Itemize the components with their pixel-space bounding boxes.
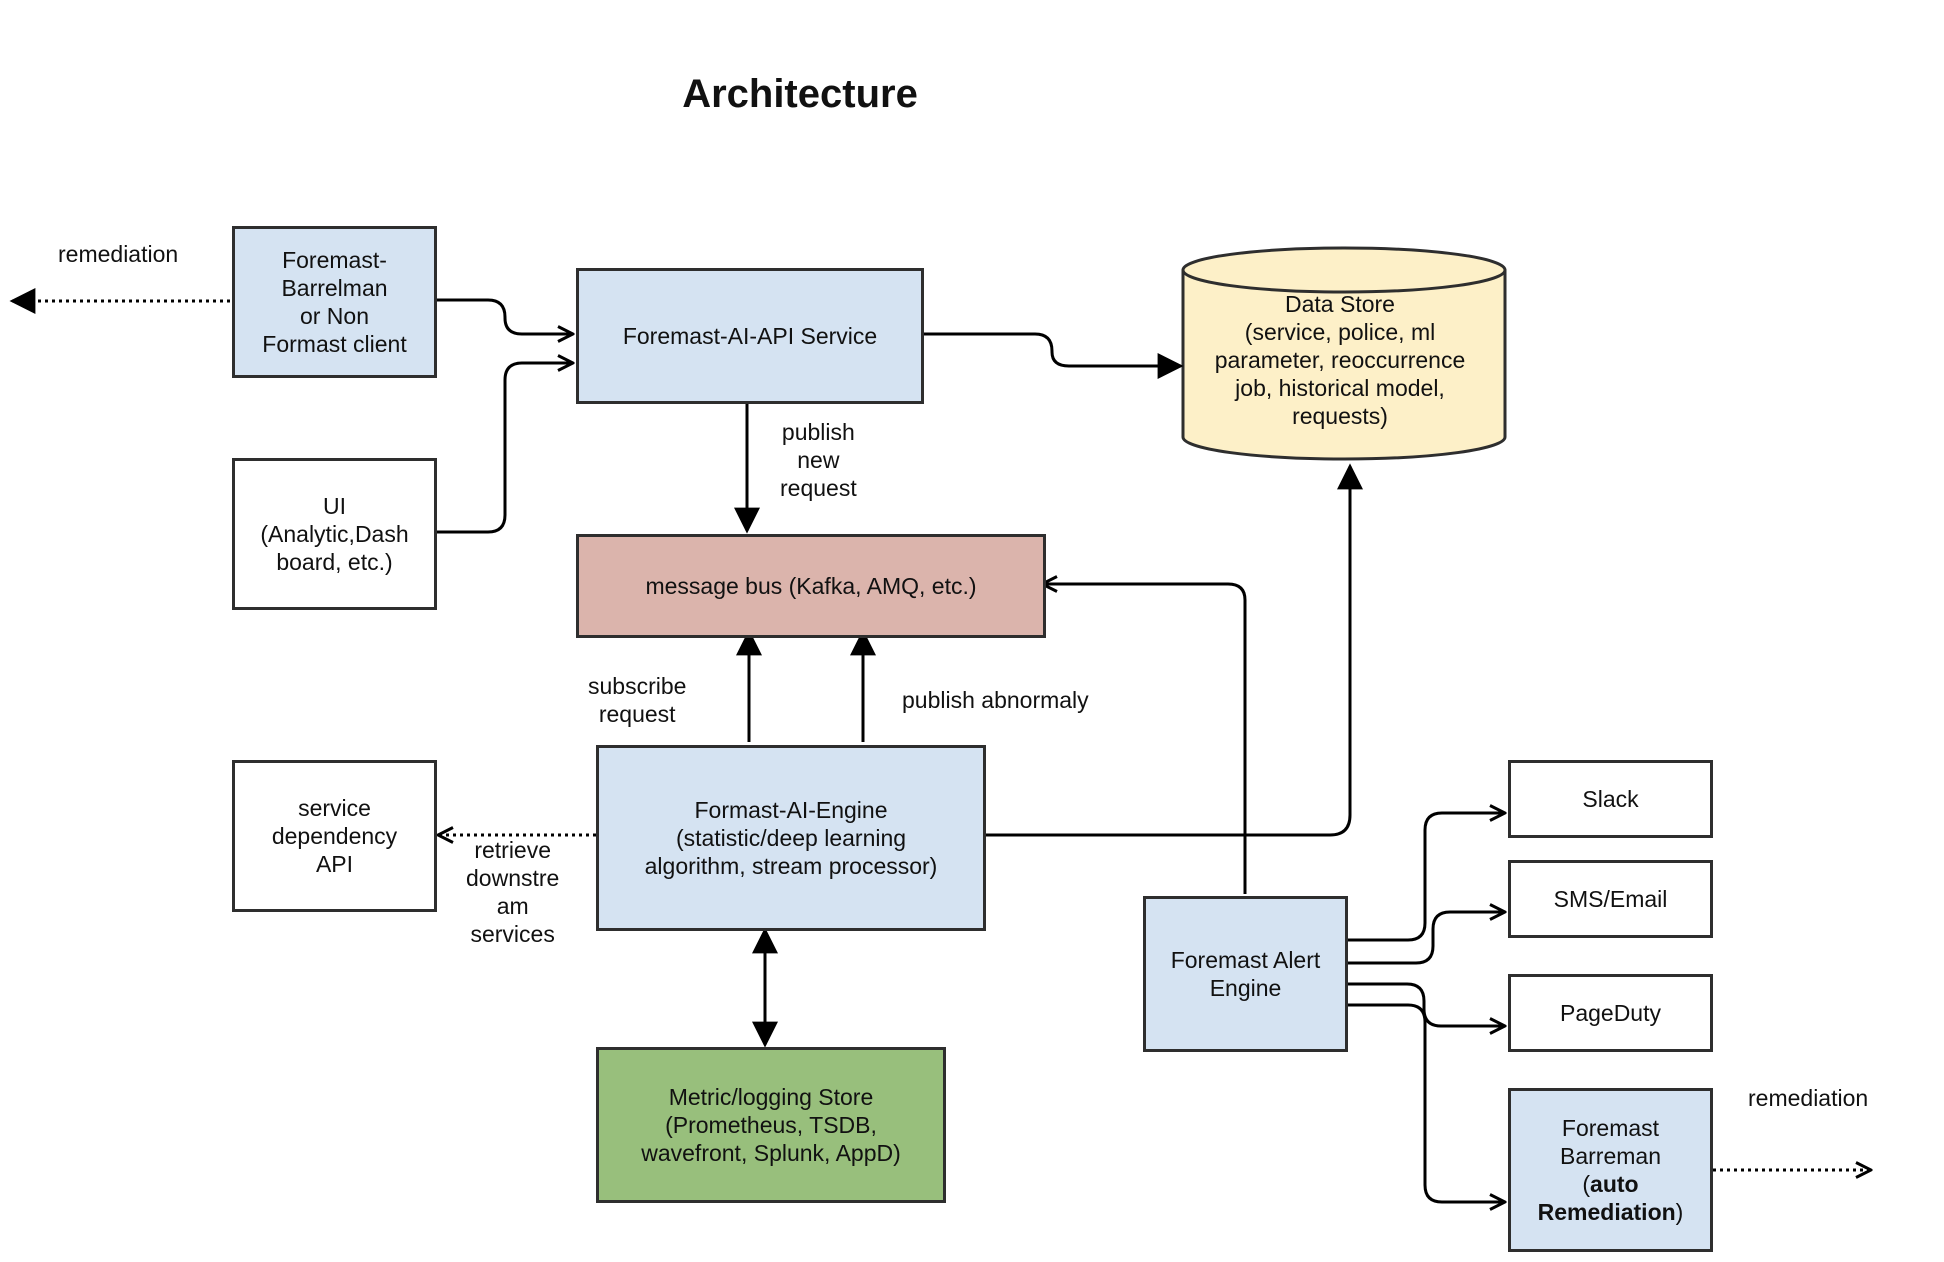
label-remediation-left: remediation (58, 241, 179, 267)
box-line: or Non (299, 303, 370, 329)
box-line: (service, police, ml (1244, 319, 1436, 345)
box-line: (Analytic,Dash (260, 521, 409, 547)
barrelman-client-box: Foremast- Barrelman or Non Formast clien… (232, 226, 437, 378)
edge-alert-to-bus (1042, 584, 1247, 894)
alert-engine-box: Foremast Alert Engine (1143, 896, 1348, 1052)
box-line: Foremast-AI-API Service (622, 323, 878, 349)
edge-engine-to-datastore (982, 463, 1363, 837)
box-line: Engine (1209, 975, 1282, 1001)
message-bus-box: message bus (Kafka, AMQ, etc.) (576, 534, 1046, 638)
box-line-bold: Remediation (1537, 1199, 1676, 1225)
pageduty-box: PageDuty (1508, 974, 1713, 1052)
edge-alert-to-pageduty (1346, 982, 1505, 1026)
label-line: new (797, 447, 840, 473)
label-line: retrieve (474, 837, 552, 863)
ui-box: UI (Analytic,Dash board, etc.) (232, 458, 437, 610)
data-store-cylinder (1181, 246, 1507, 461)
box-line-bold: auto (1590, 1171, 1639, 1197)
page-title: Architecture (682, 72, 918, 116)
box-line: SMS/Email (1553, 886, 1668, 912)
auto-remediation-box: Foremast Barreman (auto Remediation) (1508, 1088, 1713, 1252)
box-line-part: ) (1675, 1199, 1684, 1225)
label-line: request (780, 475, 857, 501)
label-publish-abnormaly: publish abnormaly (902, 687, 1089, 713)
box-line: algorithm, stream processor) (644, 853, 938, 879)
data-store-label: Data Store (service, police, ml paramete… (1180, 290, 1500, 430)
edge-api-to-datastore (922, 332, 1184, 379)
box-line: Remediation) (1538, 1198, 1684, 1226)
box-line: Foremast (1561, 1115, 1660, 1141)
label-line: request (598, 701, 676, 727)
label-remediation-right: remediation (1748, 1085, 1869, 1111)
box-line: PageDuty (1559, 1000, 1661, 1026)
box-line: wavefront, Splunk, AppD) (641, 1140, 901, 1166)
box-line: parameter, reoccurrence (1214, 347, 1466, 373)
label-line: publish (781, 419, 855, 445)
box-line: (Prometheus, TSDB, (665, 1112, 877, 1138)
box-line: Formast client (262, 331, 407, 357)
box-line: Formast-AI-Engine (694, 797, 888, 823)
label-line: subscribe (588, 673, 687, 699)
box-line: Barreman (1560, 1143, 1661, 1169)
box-line: API (315, 851, 354, 877)
box-line: Slack (1582, 786, 1639, 812)
box-line: Barrelman (281, 275, 388, 301)
label-line: downstre (466, 865, 560, 891)
label-subscribe-request: subscribe request (588, 672, 686, 728)
box-line: Foremast Alert (1170, 947, 1321, 973)
api-service-box: Foremast-AI-API Service (576, 268, 924, 404)
box-line: UI (323, 493, 346, 519)
sms-email-box: SMS/Email (1508, 860, 1713, 938)
box-line: service (298, 795, 371, 821)
label-line: services (470, 921, 555, 947)
box-line: requests) (1292, 403, 1388, 429)
box-line: dependency (271, 823, 398, 849)
edge-alert-to-slack (1346, 813, 1505, 942)
label-retrieve-downstream: retrieve downstre am services (466, 836, 559, 948)
label-line: am (496, 893, 529, 919)
edge-ui-to-api (435, 363, 573, 534)
box-line: board, etc.) (276, 549, 393, 575)
box-line: Data Store (1285, 291, 1395, 317)
label-publish-new-request: publish new request (780, 418, 857, 502)
edge-alert-to-auto-remediation (1346, 1003, 1505, 1202)
dependency-api-box: service dependency API (232, 760, 437, 912)
box-line: Metric/logging Store (668, 1084, 874, 1110)
box-line: (auto (1582, 1170, 1638, 1198)
ai-engine-box: Formast-AI-Engine (statistic/deep learni… (596, 745, 986, 931)
edge-client-to-api (435, 298, 573, 334)
metric-store-box: Metric/logging Store (Prometheus, TSDB, … (596, 1047, 946, 1203)
box-line-part: ( (1582, 1171, 1591, 1197)
edge-alert-to-sms (1346, 912, 1505, 965)
box-line: job, historical model, (1235, 375, 1445, 401)
box-line: Foremast- (282, 247, 387, 273)
slack-box: Slack (1508, 760, 1713, 838)
box-line: (statistic/deep learning (675, 825, 907, 851)
box-line: message bus (Kafka, AMQ, etc.) (645, 573, 977, 599)
